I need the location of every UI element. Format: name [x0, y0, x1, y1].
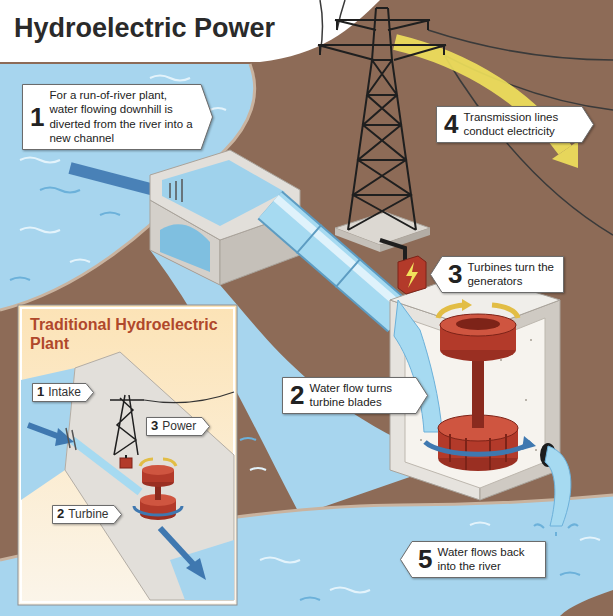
turbine-shaft — [472, 350, 484, 428]
arch-opening — [160, 224, 210, 272]
rotation-arrow — [438, 305, 518, 318]
rotation-arrow — [134, 506, 182, 515]
rotation-arrow — [425, 442, 531, 454]
water-ripples — [250, 468, 600, 593]
callout-box: 5Water flows back into the river — [400, 541, 545, 578]
callout-outline — [401, 542, 546, 578]
rotation-arrowhead — [462, 299, 472, 311]
inset-heading: Traditional Hydroelectric Plant — [30, 315, 220, 353]
inset-panel: Traditional Hydroelectric Plant 1 Intake 3P… — [18, 305, 237, 605]
callout-number: 3 — [448, 261, 462, 287]
generator — [440, 314, 516, 336]
lightning-symbol — [406, 262, 418, 288]
callout-box: 4Transmission lines conduct electricity — [436, 106, 593, 143]
callout-text: Turbines turn the generators — [467, 260, 555, 289]
intake-grate — [66, 428, 76, 450]
outflow-arrow — [160, 528, 195, 566]
callout-number: 1 — [30, 104, 44, 130]
callout-outline — [437, 107, 594, 143]
electricity-arrowhead — [552, 141, 578, 168]
splash — [534, 524, 578, 536]
power-cable — [380, 240, 405, 262]
inset-tag: 3 Power — [146, 417, 209, 435]
tag-number: 3 — [151, 419, 158, 433]
transmission-tower — [318, 8, 446, 230]
callout-number: 5 — [418, 546, 432, 572]
outflow-water — [545, 446, 571, 526]
small-tower — [110, 395, 144, 455]
junction-box — [398, 256, 426, 294]
flow-arrow — [70, 168, 162, 192]
callout-text: Water flows back into the river — [437, 545, 537, 574]
callout-text: For a run-of-river plant, water flowing … — [49, 88, 194, 146]
callout-number: 2 — [290, 382, 304, 408]
tag-number: 1 — [37, 385, 44, 399]
callout-outline — [431, 257, 564, 293]
callout-outline — [33, 384, 94, 402]
callout-outline — [283, 378, 428, 414]
tower-base — [335, 228, 380, 252]
generator-core — [456, 318, 500, 330]
intake-arrowhead — [55, 428, 74, 446]
callout-outline — [23, 85, 213, 150]
tag-text: Power — [162, 420, 196, 433]
generator — [142, 465, 174, 475]
power-line — [144, 392, 234, 403]
tag-text: Turbine — [68, 508, 108, 521]
callout-outline — [53, 506, 122, 524]
callout-outline — [147, 418, 210, 436]
callout-text: Transmission lines conduct electricity — [463, 110, 575, 139]
water-ripples — [10, 188, 120, 281]
inset-tag: 2 Turbine — [52, 505, 121, 523]
callout-box: 2Water flow turns turbine blades — [282, 377, 427, 414]
inset-tag: 1 Intake — [32, 383, 94, 401]
outflow-arrowhead — [186, 558, 206, 580]
penstock — [72, 440, 140, 492]
tag-number: 2 — [57, 507, 64, 521]
callout-box: 1For a run-of-river plant, water flowing… — [22, 84, 212, 150]
intake-arrow — [28, 425, 60, 437]
callout-box: 3Turbines turn the generators — [430, 256, 563, 293]
inset-frame — [21, 308, 234, 602]
intake-grate — [170, 179, 182, 202]
inset-background — [18, 305, 237, 605]
callout-text: Water flow turns turbine blades — [309, 381, 409, 410]
power-cable — [125, 455, 127, 458]
diagram-title: Hydroelectric Power — [14, 12, 275, 44]
rotation-arrow — [140, 459, 176, 466]
junction-box — [120, 458, 132, 468]
callout-number: 4 — [444, 111, 458, 137]
tag-text: Intake — [48, 386, 81, 399]
rotation-arrowhead — [522, 436, 536, 450]
